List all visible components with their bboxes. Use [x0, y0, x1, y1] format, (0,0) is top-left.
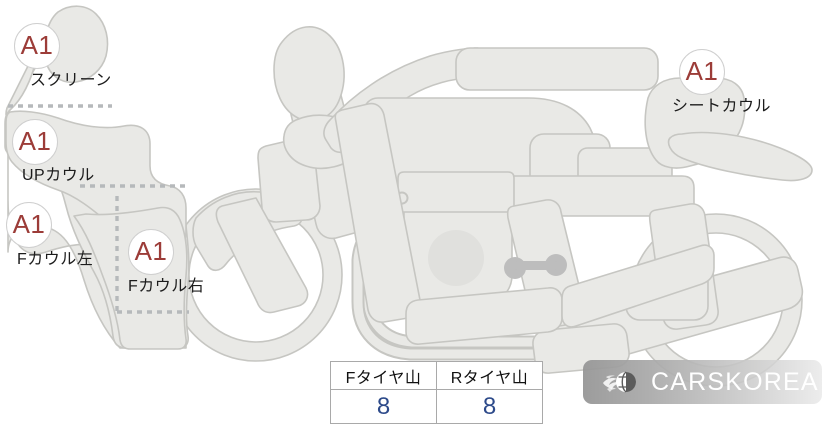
grade-badge-screen: A1 [14, 23, 60, 69]
part-label-seat-cowl: シートカウル [672, 98, 772, 115]
cylinder-head [397, 171, 515, 213]
flame-circle-icon [603, 371, 636, 393]
grade-badge-up-cowl: A1 [12, 119, 58, 165]
part-label-up-cowl: UPカウル [22, 167, 95, 184]
chain-guard [561, 244, 715, 328]
frame-lower-rail [405, 287, 563, 345]
grade-badge-f-cowl-right: A1 [128, 229, 174, 275]
tyre-tread-table: Fタイヤ山 Rタイヤ山 8 8 [330, 361, 543, 424]
table-row: 8 8 [330, 389, 543, 424]
footpeg-linkage [504, 254, 567, 279]
tail-fin [667, 131, 813, 182]
grade-badge-f-cowl-left: A1 [6, 202, 52, 248]
watermark-text: CARSKOREA [651, 367, 819, 396]
watermark-badge: CARSKOREA [583, 360, 822, 404]
part-label-screen: スクリーン [30, 72, 112, 89]
table-header-rear-tyre: Rタイヤ山 [436, 361, 543, 390]
table-header-front-tyre: Fタイヤ山 [330, 361, 437, 390]
part-label-f-cowl-left: Fカウル左 [17, 251, 94, 268]
table-value-front-tyre: 8 [330, 389, 437, 424]
table-header-row: Fタイヤ山 Rタイヤ山 [330, 361, 543, 390]
table-value-rear-tyre: 8 [436, 389, 543, 424]
headlight [273, 26, 345, 122]
part-label-f-cowl-right: Fカウル右 [128, 278, 205, 295]
handlebar-grip [455, 47, 659, 91]
cowl-division-lines [8, 104, 189, 314]
grade-badge-seat-cowl: A1 [679, 49, 725, 95]
fork-leg [215, 197, 309, 314]
engine-case-circle [428, 230, 484, 286]
